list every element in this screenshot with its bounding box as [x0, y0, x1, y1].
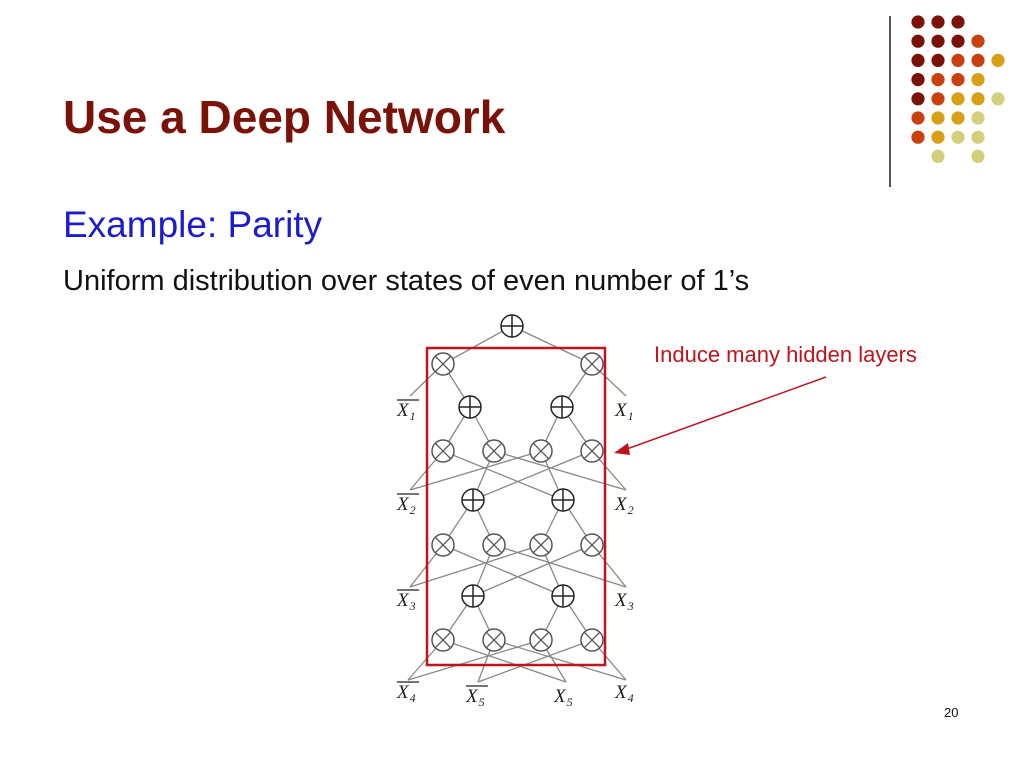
- network-edge: [493, 639, 627, 681]
- variable-label: X3: [396, 589, 419, 613]
- annotation-label: Induce many hidden layers: [654, 342, 917, 367]
- variable-label: X4: [396, 681, 419, 705]
- network-edge: [442, 544, 564, 597]
- decorative-dot: [971, 111, 985, 125]
- oplus-icon: [500, 314, 524, 338]
- decorative-dot: [971, 92, 985, 106]
- decorative-dot: [931, 53, 945, 67]
- otimes-icon: [529, 439, 553, 463]
- network-edge: [442, 325, 513, 365]
- decorative-dot: [931, 111, 945, 125]
- variable-label: X5: [465, 685, 488, 709]
- otimes-icon: [431, 352, 455, 376]
- svg-text:X5: X5: [553, 686, 573, 709]
- diagram-nodes: [431, 314, 604, 652]
- svg-text:X3: X3: [614, 590, 634, 613]
- variable-label: X3: [614, 590, 634, 613]
- decorative-dot: [931, 73, 945, 87]
- network-edge: [407, 639, 542, 681]
- variable-label: X4: [614, 682, 634, 705]
- variable-label: X2: [396, 493, 419, 517]
- decorative-dot: [951, 15, 965, 29]
- decorative-dot: [951, 92, 965, 106]
- oplus-icon: [458, 395, 482, 419]
- network-edge: [442, 639, 567, 683]
- hidden-layers-highlight-box: [425, 346, 607, 667]
- otimes-icon: [482, 628, 506, 652]
- otimes-icon: [431, 439, 455, 463]
- otimes-icon: [482, 439, 506, 463]
- decorative-dot-grid: [911, 15, 1005, 163]
- decorative-dot: [911, 92, 925, 106]
- decorative-dot: [951, 53, 965, 67]
- decorative-dot: [911, 130, 925, 144]
- variable-label: X2: [614, 494, 634, 517]
- oplus-icon: [551, 584, 575, 608]
- oplus-icon: [550, 395, 574, 419]
- decorative-dot: [931, 15, 945, 29]
- network-edge: [409, 450, 542, 491]
- svg-text:X2: X2: [396, 494, 416, 517]
- otimes-icon: [529, 533, 553, 557]
- decorative-dot: [951, 130, 965, 144]
- otimes-icon: [580, 628, 604, 652]
- otimes-icon: [431, 533, 455, 557]
- otimes-icon: [580, 352, 604, 376]
- decorative-dot: [931, 34, 945, 48]
- otimes-icon: [580, 439, 604, 463]
- otimes-icon: [431, 628, 455, 652]
- svg-text:X4: X4: [614, 682, 634, 705]
- decorative-dot: [931, 130, 945, 144]
- decorative-dot: [991, 53, 1005, 67]
- svg-text:X1: X1: [614, 400, 634, 423]
- slide-title: Use a Deep Network: [63, 91, 506, 143]
- decorative-dot: [971, 130, 985, 144]
- decorative-dot: [951, 111, 965, 125]
- slide-subtitle: Example: Parity: [63, 204, 323, 245]
- decorative-dot: [911, 15, 925, 29]
- variable-label: X1: [396, 399, 419, 423]
- decorative-dot: [931, 92, 945, 106]
- decorative-dot: [971, 34, 985, 48]
- decorative-dot: [911, 53, 925, 67]
- slide-body-text: Uniform distribution over states of even…: [63, 265, 750, 297]
- svg-text:X5: X5: [465, 686, 485, 709]
- otimes-icon: [529, 628, 553, 652]
- otimes-icon: [482, 533, 506, 557]
- network-edge: [472, 450, 593, 501]
- decorative-dot: [951, 73, 965, 87]
- decorative-dot: [931, 149, 945, 163]
- variable-label: X5: [553, 686, 573, 709]
- network-edge: [511, 325, 593, 365]
- vertical-divider: [889, 16, 891, 187]
- decorative-dot: [911, 34, 925, 48]
- decorative-dot: [971, 53, 985, 67]
- network-edge: [409, 544, 542, 588]
- variable-label: X1: [614, 400, 634, 423]
- network-edge: [472, 544, 593, 597]
- svg-text:X4: X4: [396, 682, 416, 705]
- oplus-icon: [551, 488, 575, 512]
- network-edge: [442, 450, 564, 501]
- decorative-dot: [991, 92, 1005, 106]
- oplus-icon: [461, 584, 485, 608]
- oplus-icon: [461, 488, 485, 512]
- network-edge: [477, 639, 593, 683]
- decorative-dot: [971, 73, 985, 87]
- decorative-dot: [911, 111, 925, 125]
- decorative-dot: [971, 149, 985, 163]
- svg-text:X2: X2: [614, 494, 634, 517]
- decorative-dot: [951, 34, 965, 48]
- svg-text:X1: X1: [396, 400, 416, 423]
- page-number: 20: [944, 705, 959, 720]
- annotation-arrow: [614, 376, 827, 455]
- otimes-icon: [580, 533, 604, 557]
- svg-text:X3: X3: [396, 590, 416, 613]
- decorative-dot: [911, 73, 925, 87]
